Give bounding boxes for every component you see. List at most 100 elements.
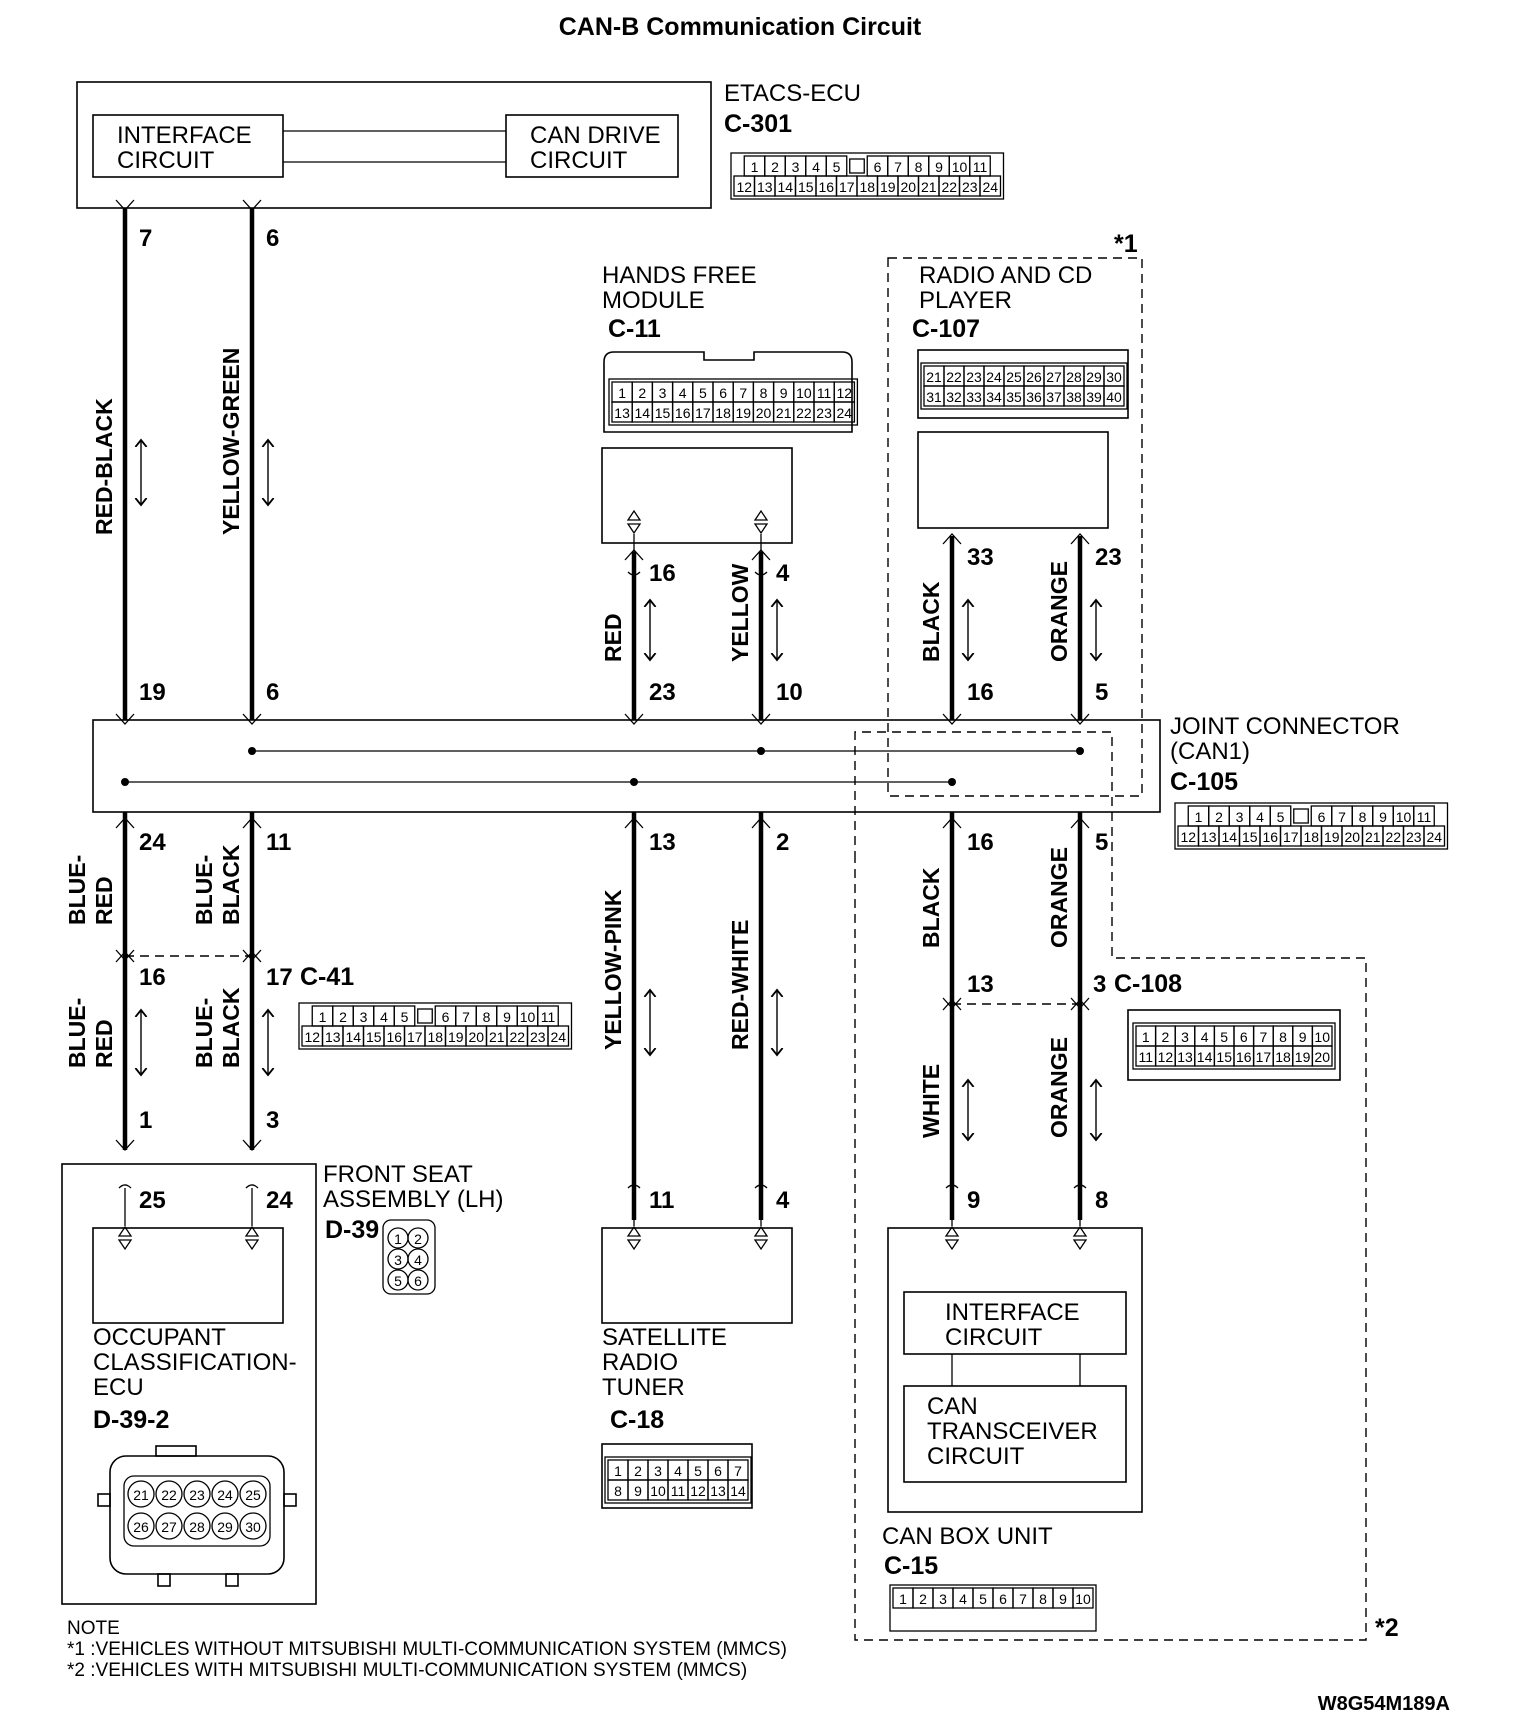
pin-cell-label: 2 — [919, 1591, 927, 1607]
pin-label: 4 — [776, 560, 790, 587]
pin-cell-label: 30 — [245, 1519, 261, 1535]
contact-symbols — [117, 509, 1088, 1251]
pin-cell — [1103, 385, 1125, 407]
pin-cell-label: 5 — [833, 159, 841, 175]
pin-cell-label: 6 — [719, 385, 727, 401]
pin-cell-label: 19 — [1324, 829, 1340, 845]
pin-cell-label: 9 — [1299, 1029, 1307, 1045]
wire-color-label: BLUE- — [191, 855, 217, 925]
pin-cell-label: 2 — [638, 385, 646, 401]
pin-cell-label: 2 — [1215, 809, 1223, 825]
pin-cell-label: 11 — [1139, 1049, 1154, 1065]
pin-cell-label: 7 — [462, 1009, 470, 1025]
pin-cell-label: 40 — [1106, 389, 1122, 405]
pin-cell-label: 24 — [982, 179, 998, 195]
pin-cell-label: 16 — [386, 1029, 402, 1045]
wire-color-label: RED-BLACK — [91, 398, 117, 535]
pin-cell-label: 3 — [939, 1591, 947, 1607]
pin-cell-label: 8 — [614, 1483, 622, 1499]
pin-cell-label: 6 — [442, 1009, 450, 1025]
pin-cell-label: 3 — [360, 1009, 368, 1025]
pin-cell-label: 3 — [394, 1252, 402, 1268]
pin-cell-label: 5 — [694, 1463, 702, 1479]
pin-cell-label: 4 — [1201, 1029, 1209, 1045]
pin-cell-label: 21 — [776, 405, 792, 421]
occupant-connector-id: D-39-2 — [93, 1406, 169, 1434]
pin-cell-label: 1 — [1195, 809, 1203, 825]
pin-cell-label: 8 — [483, 1009, 491, 1025]
pin-cell — [727, 1479, 749, 1501]
wire-color-label: WHITE — [918, 1064, 944, 1138]
pin-cell-label: 9 — [935, 159, 943, 175]
pin-cell-label: 1 — [319, 1009, 327, 1025]
pin-cell-label: 2 — [414, 1231, 422, 1247]
pin-label: 4 — [776, 1187, 790, 1214]
pin-cell-label: 4 — [414, 1252, 422, 1268]
pin-cell — [547, 1025, 570, 1047]
mmcs-region-border — [854, 731, 1367, 1641]
figure-code: W8G54M189A — [1318, 1693, 1450, 1715]
pin-cell-label: 21 — [489, 1029, 505, 1045]
occupant-name-2: CLASSIFICATION- — [93, 1349, 297, 1376]
pin-cell-label: 32 — [946, 389, 962, 405]
pin-label: 23 — [1095, 544, 1122, 571]
wire-color-label: BLACK — [918, 581, 944, 662]
notes: NOTE *1 :VEHICLES WITHOUT MITSUBISHI MUL… — [67, 1618, 1450, 1715]
satellite-name-3: TUNER — [602, 1374, 685, 1401]
pin-cell-label: 10 — [650, 1483, 666, 1499]
pin-label: 7 — [139, 225, 152, 252]
pin-cell — [1072, 1587, 1094, 1609]
pin-cell-label: 2 — [1162, 1029, 1170, 1045]
pin-cell-label: 8 — [1039, 1591, 1047, 1607]
pin-cell-label: 11 — [1417, 809, 1432, 825]
pin-cell-label: 24 — [217, 1487, 233, 1503]
pin-cell-label: 11 — [817, 385, 832, 401]
pin-cell-label: 23 — [1406, 829, 1422, 845]
pin-label: 5 — [1095, 829, 1108, 856]
pin-cell — [127, 1480, 155, 1508]
pin-cell-label: 6 — [714, 1463, 722, 1479]
c41-connector-id: C-41 — [300, 963, 354, 991]
pin-cell-label: 10 — [1075, 1591, 1091, 1607]
pin-cell — [407, 1248, 429, 1270]
pin-cell-label: 18 — [715, 405, 731, 421]
pin-cell-label: 23 — [530, 1029, 546, 1045]
pin-cell-label: 9 — [634, 1483, 642, 1499]
pin-cell-label: 6 — [999, 1591, 1007, 1607]
pin-cell-label: 22 — [796, 405, 812, 421]
pin-cell-label: 24 — [1426, 829, 1442, 845]
pin-cell-label: 1 — [751, 159, 759, 175]
pin-cell-label: 19 — [448, 1029, 464, 1045]
pin-cell-label: 1 — [614, 1463, 622, 1479]
pin-cell-label: 16 — [1236, 1049, 1252, 1065]
pin-cell-label: 17 — [1283, 829, 1299, 845]
pin-cell — [155, 1512, 183, 1540]
pin-label: 13 — [649, 829, 676, 856]
pin-cell-label: 34 — [986, 389, 1002, 405]
pin-cell-label: 24 — [837, 405, 853, 421]
etacs-interface-label-1: INTERFACE — [117, 122, 252, 149]
pin-cell-label: 1 — [618, 385, 626, 401]
radio-connector-id: C-107 — [912, 315, 980, 343]
pin-cell-label: 7 — [739, 385, 747, 401]
pin-cell — [239, 1512, 267, 1540]
pin-cell-label: 14 — [635, 405, 651, 421]
radio-name-1: RADIO AND CD — [919, 262, 1092, 289]
pin-cell-label: 13 — [325, 1029, 341, 1045]
pin-cell-label: 4 — [679, 385, 687, 401]
pin-cell-label: 7 — [1260, 1029, 1268, 1045]
front-seat-name-2: ASSEMBLY (LH) — [323, 1186, 504, 1213]
pin-cell-label: 15 — [798, 179, 814, 195]
pin-label: 6 — [266, 225, 279, 252]
canbox-transceiver-label-2: TRANSCEIVER — [927, 1418, 1098, 1445]
pin-cell-label: 20 — [1344, 829, 1360, 845]
pin-numbers: 7 6 16 4 33 23 19 6 23 10 16 5 24 11 13 … — [139, 225, 1182, 1214]
pin-cell-label: 22 — [161, 1487, 177, 1503]
